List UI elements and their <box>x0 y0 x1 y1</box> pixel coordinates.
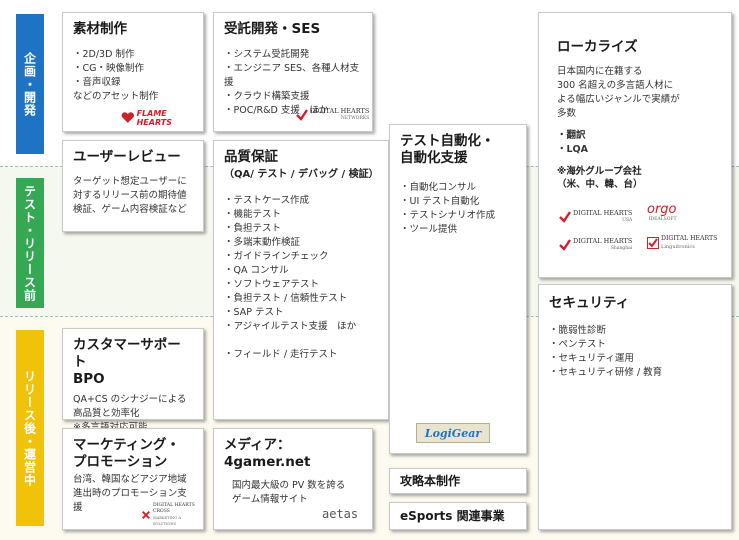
check-heart-icon <box>296 109 308 121</box>
card-text: ※多言語対応可能 <box>73 421 193 435</box>
list-item: ・セキュリティ研修 / 教育 <box>549 367 663 378</box>
list-item: ・フィールド / 走行テスト <box>224 349 338 360</box>
list-item: ・システム受託開発 <box>224 49 310 60</box>
list-item: などのアセット制作 <box>73 91 159 102</box>
card-text: 進出時のプロモーション支援 <box>73 488 187 513</box>
phase-label-planning: 企画・開発 <box>16 14 44 154</box>
card-title-line: マーケティング・ <box>73 437 180 453</box>
card-title: ユーザーレビュー <box>73 149 181 165</box>
card-marketing: マーケティング・ プロモーション 台湾、韓国などアジア地域 進出時のプロモーショ… <box>62 428 204 530</box>
card-title-line: テスト自動化・ <box>400 133 495 149</box>
card-qa: 品質保証 （QA/ テスト / デバッグ / 検証） ・テストケース作成 ・機能… <box>213 140 389 420</box>
phase-label-testing: テスト・リリース前 <box>16 178 44 308</box>
card-title: eSports 関連事業 <box>400 509 505 523</box>
list-item: ・CG・映像制作 <box>73 63 144 74</box>
card-title: セキュリティ <box>549 295 630 311</box>
list-item: ・クラウド構築支援 <box>224 91 310 102</box>
card-text: 高品質と効率化 <box>73 408 140 419</box>
aetas-logo: aetas <box>322 507 359 521</box>
list-spacer <box>224 334 378 348</box>
flamehearts-logo: FLAME HEARTS <box>121 109 203 127</box>
digitalhearts-networks-logo: DIGITAL HEARTS NETWORKS <box>296 107 369 123</box>
list-item: ・テストシナリオ作成 <box>400 210 496 221</box>
card-text: ゲーム情報サイト <box>232 494 308 505</box>
card-title: メディア：4gamer.net <box>224 437 311 470</box>
list-item: ・翻訳 <box>557 130 586 141</box>
list-item: ・ガイドラインチェック <box>224 251 329 262</box>
cross-mark-icon <box>142 511 150 519</box>
card-title: 品質保証 <box>224 149 278 165</box>
card-title: 攻略本制作 <box>400 474 461 488</box>
card-title-line: BPO <box>73 371 105 387</box>
check-box-icon <box>647 237 659 249</box>
card-text: 日本国内に在籍する <box>557 66 643 77</box>
list-item: ・負担テスト <box>224 223 282 234</box>
list-item: ・脆弱性診断 <box>549 325 607 336</box>
list-item: ・機能テスト <box>224 209 282 220</box>
list-item: ・ソフトウェアテスト <box>224 279 320 290</box>
digitalhearts-usa-logo: DIGITAL HEARTS USA <box>559 209 632 225</box>
card-text: よる幅広いジャンルで実績が <box>557 94 680 105</box>
list-item: ・エンジニア SES、各種人材支援 <box>224 63 360 88</box>
check-heart-icon <box>559 211 571 223</box>
card-localize: ローカライズ 日本国内に在籍する 300 名超えの多言語人材に よる幅広いジャン… <box>538 12 732 278</box>
list-item: ・POC/R&D 支援 ほか <box>224 105 329 116</box>
card-esports: eSports 関連事業 <box>389 502 527 530</box>
card-text: 検証、ゲーム内容検証など <box>73 204 187 215</box>
card-title: 素材制作 <box>73 21 127 37</box>
card-text: ターゲット想定ユーザーに <box>73 176 187 187</box>
card-title-line: 自動化支援 <box>400 150 468 166</box>
logigear-logo: LogiGear <box>416 423 490 443</box>
card-text: 台湾、韓国などアジア地域 <box>73 474 187 485</box>
group-title: ※海外グループ会社 <box>557 166 642 177</box>
card-text: 300 名超えの多言語人材に <box>557 80 674 91</box>
card-title-line: プロモーション <box>73 454 168 470</box>
card-material: 素材制作 ・2D/3D 制作 ・CG・映像制作 ・音声収録 などのアセット制作 … <box>62 12 204 132</box>
digitalhearts-linguitronics-logo: DIGITAL HEARTS Linguitronics <box>647 235 717 251</box>
list-item: ・セキュリティ運用 <box>549 353 634 364</box>
list-item: ・LQA <box>557 144 588 155</box>
list-item: ・QA コンサル <box>224 265 289 276</box>
list-item: ・テストケース作成 <box>224 195 310 206</box>
list-item: ・ペンテスト <box>549 339 607 350</box>
digitalhearts-shanghai-logo: DIGITAL HEARTS Shanghai <box>559 237 632 253</box>
card-security: セキュリティ ・脆弱性診断 ・ペンテスト ・セキュリティ運用 ・セキュリティ研修… <box>538 284 732 530</box>
list-item: ・音声収録 <box>73 77 121 88</box>
phase-label-post-release: リリース後・運営中 <box>16 330 44 526</box>
card-text: 対するリリース前の期待値 <box>73 190 187 201</box>
card-customer-support: カスタマーサポート BPO QA+CS のシナジーによる 高品質と効率化 ※多言… <box>62 328 204 433</box>
check-heart-icon <box>559 239 571 251</box>
card-title: ローカライズ <box>557 39 638 55</box>
list-item: ・アジャイルテスト支援 ほか <box>224 321 357 332</box>
card-subtitle: （QA/ テスト / デバッグ / 検証） <box>224 169 379 180</box>
list-item: ・ツール提供 <box>400 224 458 235</box>
card-strategy-book: 攻略本制作 <box>389 468 527 494</box>
card-contract-dev: 受託開発・SES ・システム受託開発 ・エンジニア SES、各種人材支援 ・クラ… <box>213 12 373 132</box>
list-item: ・SAP テスト <box>224 307 284 318</box>
list-item: ・2D/3D 制作 <box>73 49 135 60</box>
orgo-logo: orgo IDEALSOFT <box>647 202 677 222</box>
card-title-line: カスタマーサポート <box>73 337 181 370</box>
card-test-automation: テスト自動化・ 自動化支援 ・自動化コンサル ・UI テスト自動化 ・テストシナ… <box>389 124 527 454</box>
card-text: 多数 <box>557 108 577 119</box>
heart-icon <box>121 112 134 123</box>
card-text: QA+CS のシナジーによる <box>73 394 187 405</box>
card-media: メディア：4gamer.net 国内最大級の PV 数を誇る ゲーム情報サイト … <box>213 428 373 530</box>
list-item: ・多端末動作検証 <box>224 237 301 248</box>
card-user-review: ユーザーレビュー ターゲット想定ユーザーに 対するリリース前の期待値 検証、ゲー… <box>62 140 204 232</box>
card-text: 国内最大級の PV 数を誇る <box>232 480 346 491</box>
list-item: ・負担テスト / 信頼性テスト <box>224 293 348 304</box>
group-countries: （米、中、韓、台） <box>557 179 643 190</box>
list-item: ・自動化コンサル <box>400 182 477 193</box>
digitalhearts-cross-logo: DIGITAL HEARTS CROSS MARKETING & SOLUTIO… <box>141 503 203 527</box>
card-title: 受託開発・SES <box>224 21 321 37</box>
list-item: ・UI テスト自動化 <box>400 196 480 207</box>
